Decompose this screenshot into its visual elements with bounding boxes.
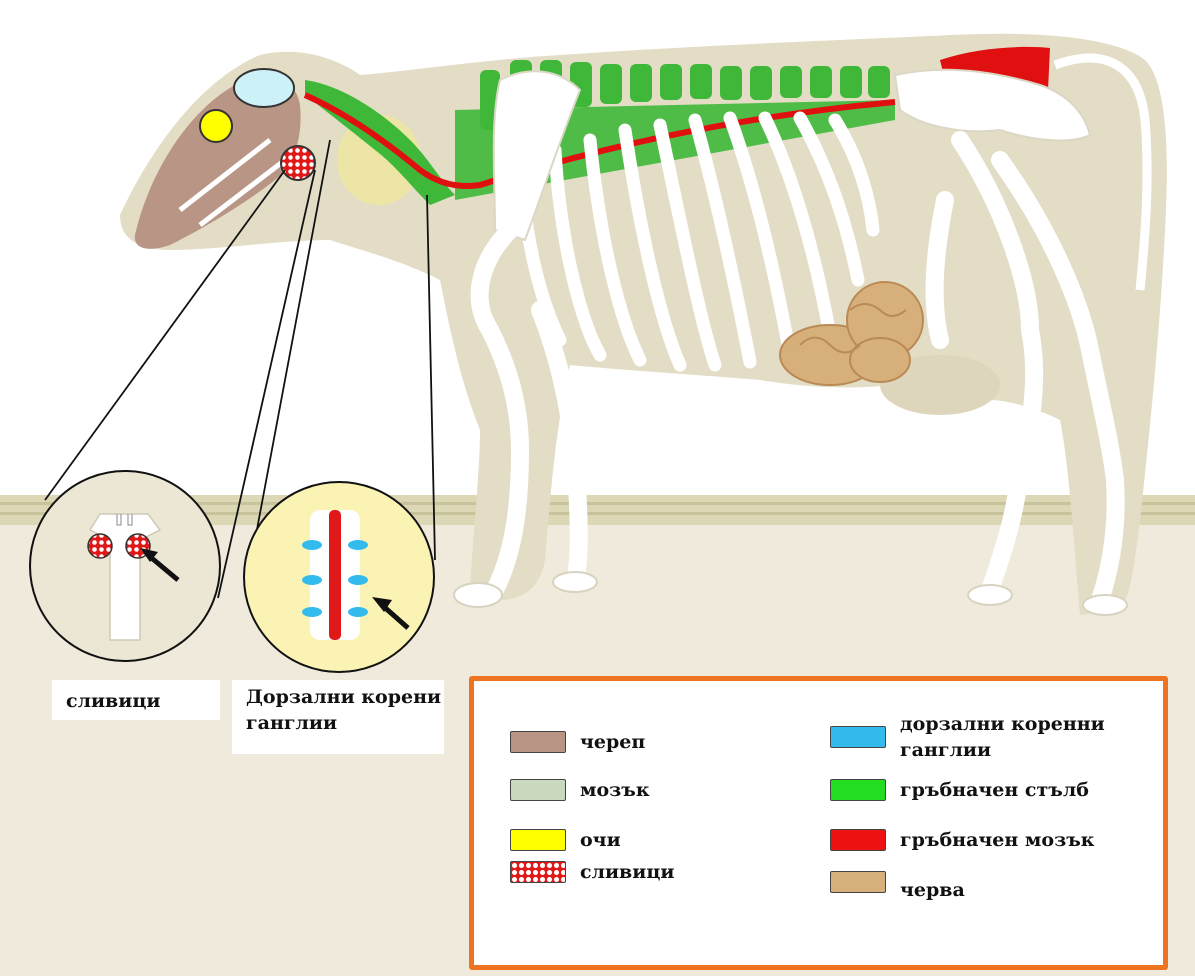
- legend-item-drg: дорзални коренни ганглии: [830, 711, 1110, 763]
- legend-item-spinal-cord: гръбначен мозък: [830, 827, 1095, 853]
- legend-swatch-spinal-cord: [830, 829, 886, 851]
- legend-swatch-eyes: [510, 829, 566, 851]
- legend-item-spine: гръбначен стълб: [830, 777, 1089, 803]
- legend-label-brain: мозък: [580, 777, 650, 803]
- legend-label-eyes: очи: [580, 827, 621, 853]
- legend-label-tonsils: сливици: [580, 859, 674, 885]
- legend: череп мозък очи сливици дорзални коренни…: [469, 676, 1168, 970]
- legend-item-tonsils: сливици: [510, 859, 674, 885]
- legend-item-brain: мозък: [510, 777, 650, 803]
- tonsils-callout-label: сливици: [52, 680, 220, 720]
- tonsil-marker: [281, 146, 315, 180]
- legend-label-spinal-cord: гръбначен мозък: [900, 827, 1095, 853]
- legend-swatch-drg: [830, 726, 886, 748]
- legend-item-skull: череп: [510, 729, 645, 755]
- legend-swatch-brain: [510, 779, 566, 801]
- legend-label-skull: череп: [580, 729, 645, 755]
- legend-swatch-skull: [510, 731, 566, 753]
- legend-item-eyes: очи: [510, 827, 621, 853]
- legend-item-intestines: черва: [830, 869, 965, 895]
- drg-callout-label: Дорзални корени ганглии: [232, 680, 444, 754]
- drg-zoom: [244, 482, 434, 672]
- legend-label-intestines: черва: [900, 877, 965, 903]
- legend-swatch-intestines: [830, 871, 886, 893]
- legend-label-drg: дорзални коренни ганглии: [900, 711, 1110, 763]
- tonsils-zoom: [30, 471, 220, 661]
- legend-swatch-tonsils: [510, 861, 566, 883]
- eye-marker: [200, 110, 232, 142]
- legend-swatch-spine: [830, 779, 886, 801]
- legend-label-spine: гръбначен стълб: [900, 777, 1089, 803]
- brain-marker: [234, 69, 294, 107]
